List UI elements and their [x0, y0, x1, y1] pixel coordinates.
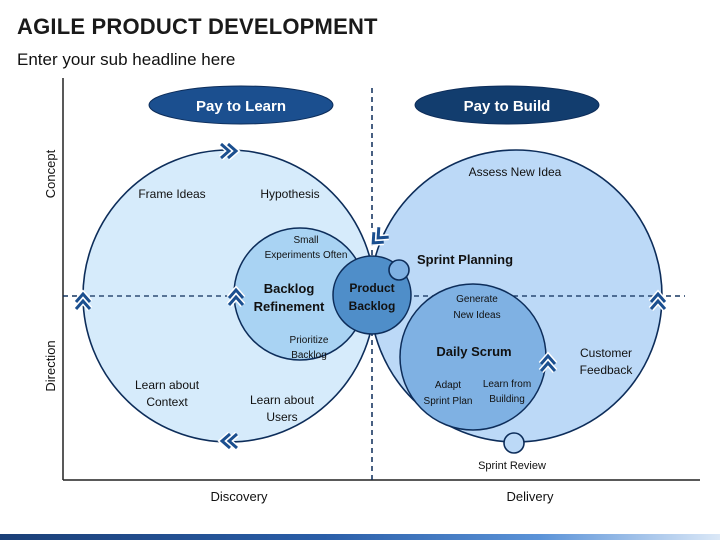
- small-experiments-label-2: Experiments Often: [265, 250, 348, 261]
- chevron-up-icon: [226, 285, 246, 307]
- prioritize-backlog-label-1: Prioritize: [290, 335, 329, 346]
- sprint-review-marker: [503, 432, 525, 454]
- learn-building-label-1: Learn from: [483, 379, 531, 390]
- prioritize-backlog-label-2: Backlog: [291, 350, 327, 361]
- chevron-right-icon: [219, 141, 241, 161]
- chevron-up-icon: [538, 351, 558, 373]
- backlog-refinement-title-1: Backlog: [264, 281, 315, 296]
- sprint-planning-marker: [388, 259, 410, 281]
- sprint-review-label: Sprint Review: [478, 460, 546, 472]
- chevron-up-icon: [648, 289, 668, 311]
- sprint-planning-label: Sprint Planning: [417, 252, 513, 267]
- pay-to-build-pill: [414, 85, 600, 125]
- customer-feedback-label-1: Customer: [580, 346, 632, 360]
- pay-to-learn-label: Pay to Learn: [196, 98, 286, 115]
- page-title: AGILE PRODUCT DEVELOPMENT: [17, 14, 378, 39]
- learn-building-label-2: Building: [489, 394, 525, 405]
- product-backlog-label-1: Product: [349, 281, 394, 295]
- daily-scrum-title: Daily Scrum: [436, 344, 511, 359]
- learn-context-label-2: Context: [146, 395, 188, 409]
- axis-label-discovery: Discovery: [210, 489, 268, 504]
- pay-to-build-label: Pay to Build: [464, 98, 551, 115]
- small-experiments-label-1: Small: [293, 235, 318, 246]
- bottom-accent-bar: [0, 534, 720, 540]
- adapt-sprint-plan-label-1: Adapt: [435, 380, 461, 391]
- page-subtitle: Enter your sub headline here: [17, 50, 236, 69]
- chevron-up-icon: [73, 289, 93, 311]
- product-backlog-label-2: Backlog: [349, 299, 396, 313]
- generate-ideas-label-2: New Ideas: [453, 310, 500, 321]
- frame-ideas-label: Frame Ideas: [138, 187, 205, 201]
- backlog-refinement-title-2: Refinement: [254, 299, 325, 314]
- customer-feedback-label-2: Feedback: [580, 363, 634, 377]
- assess-new-idea-label: Assess New Idea: [469, 165, 562, 179]
- generate-ideas-label-1: Generate: [456, 294, 498, 305]
- learn-context-label-1: Learn about: [135, 378, 200, 392]
- chevron-left-icon: [217, 431, 239, 451]
- adapt-sprint-plan-label-2: Sprint Plan: [424, 396, 473, 407]
- learn-users-label-1: Learn about: [250, 393, 315, 407]
- chevron-down-left-icon: [369, 227, 389, 247]
- axis-label-delivery: Delivery: [507, 489, 554, 504]
- pay-to-learn-pill: [148, 85, 334, 125]
- hypothesis-label: Hypothesis: [260, 187, 319, 201]
- learn-users-label-2: Users: [266, 410, 297, 424]
- axis-label-direction: Direction: [43, 340, 58, 391]
- axis-label-concept: Concept: [43, 149, 58, 198]
